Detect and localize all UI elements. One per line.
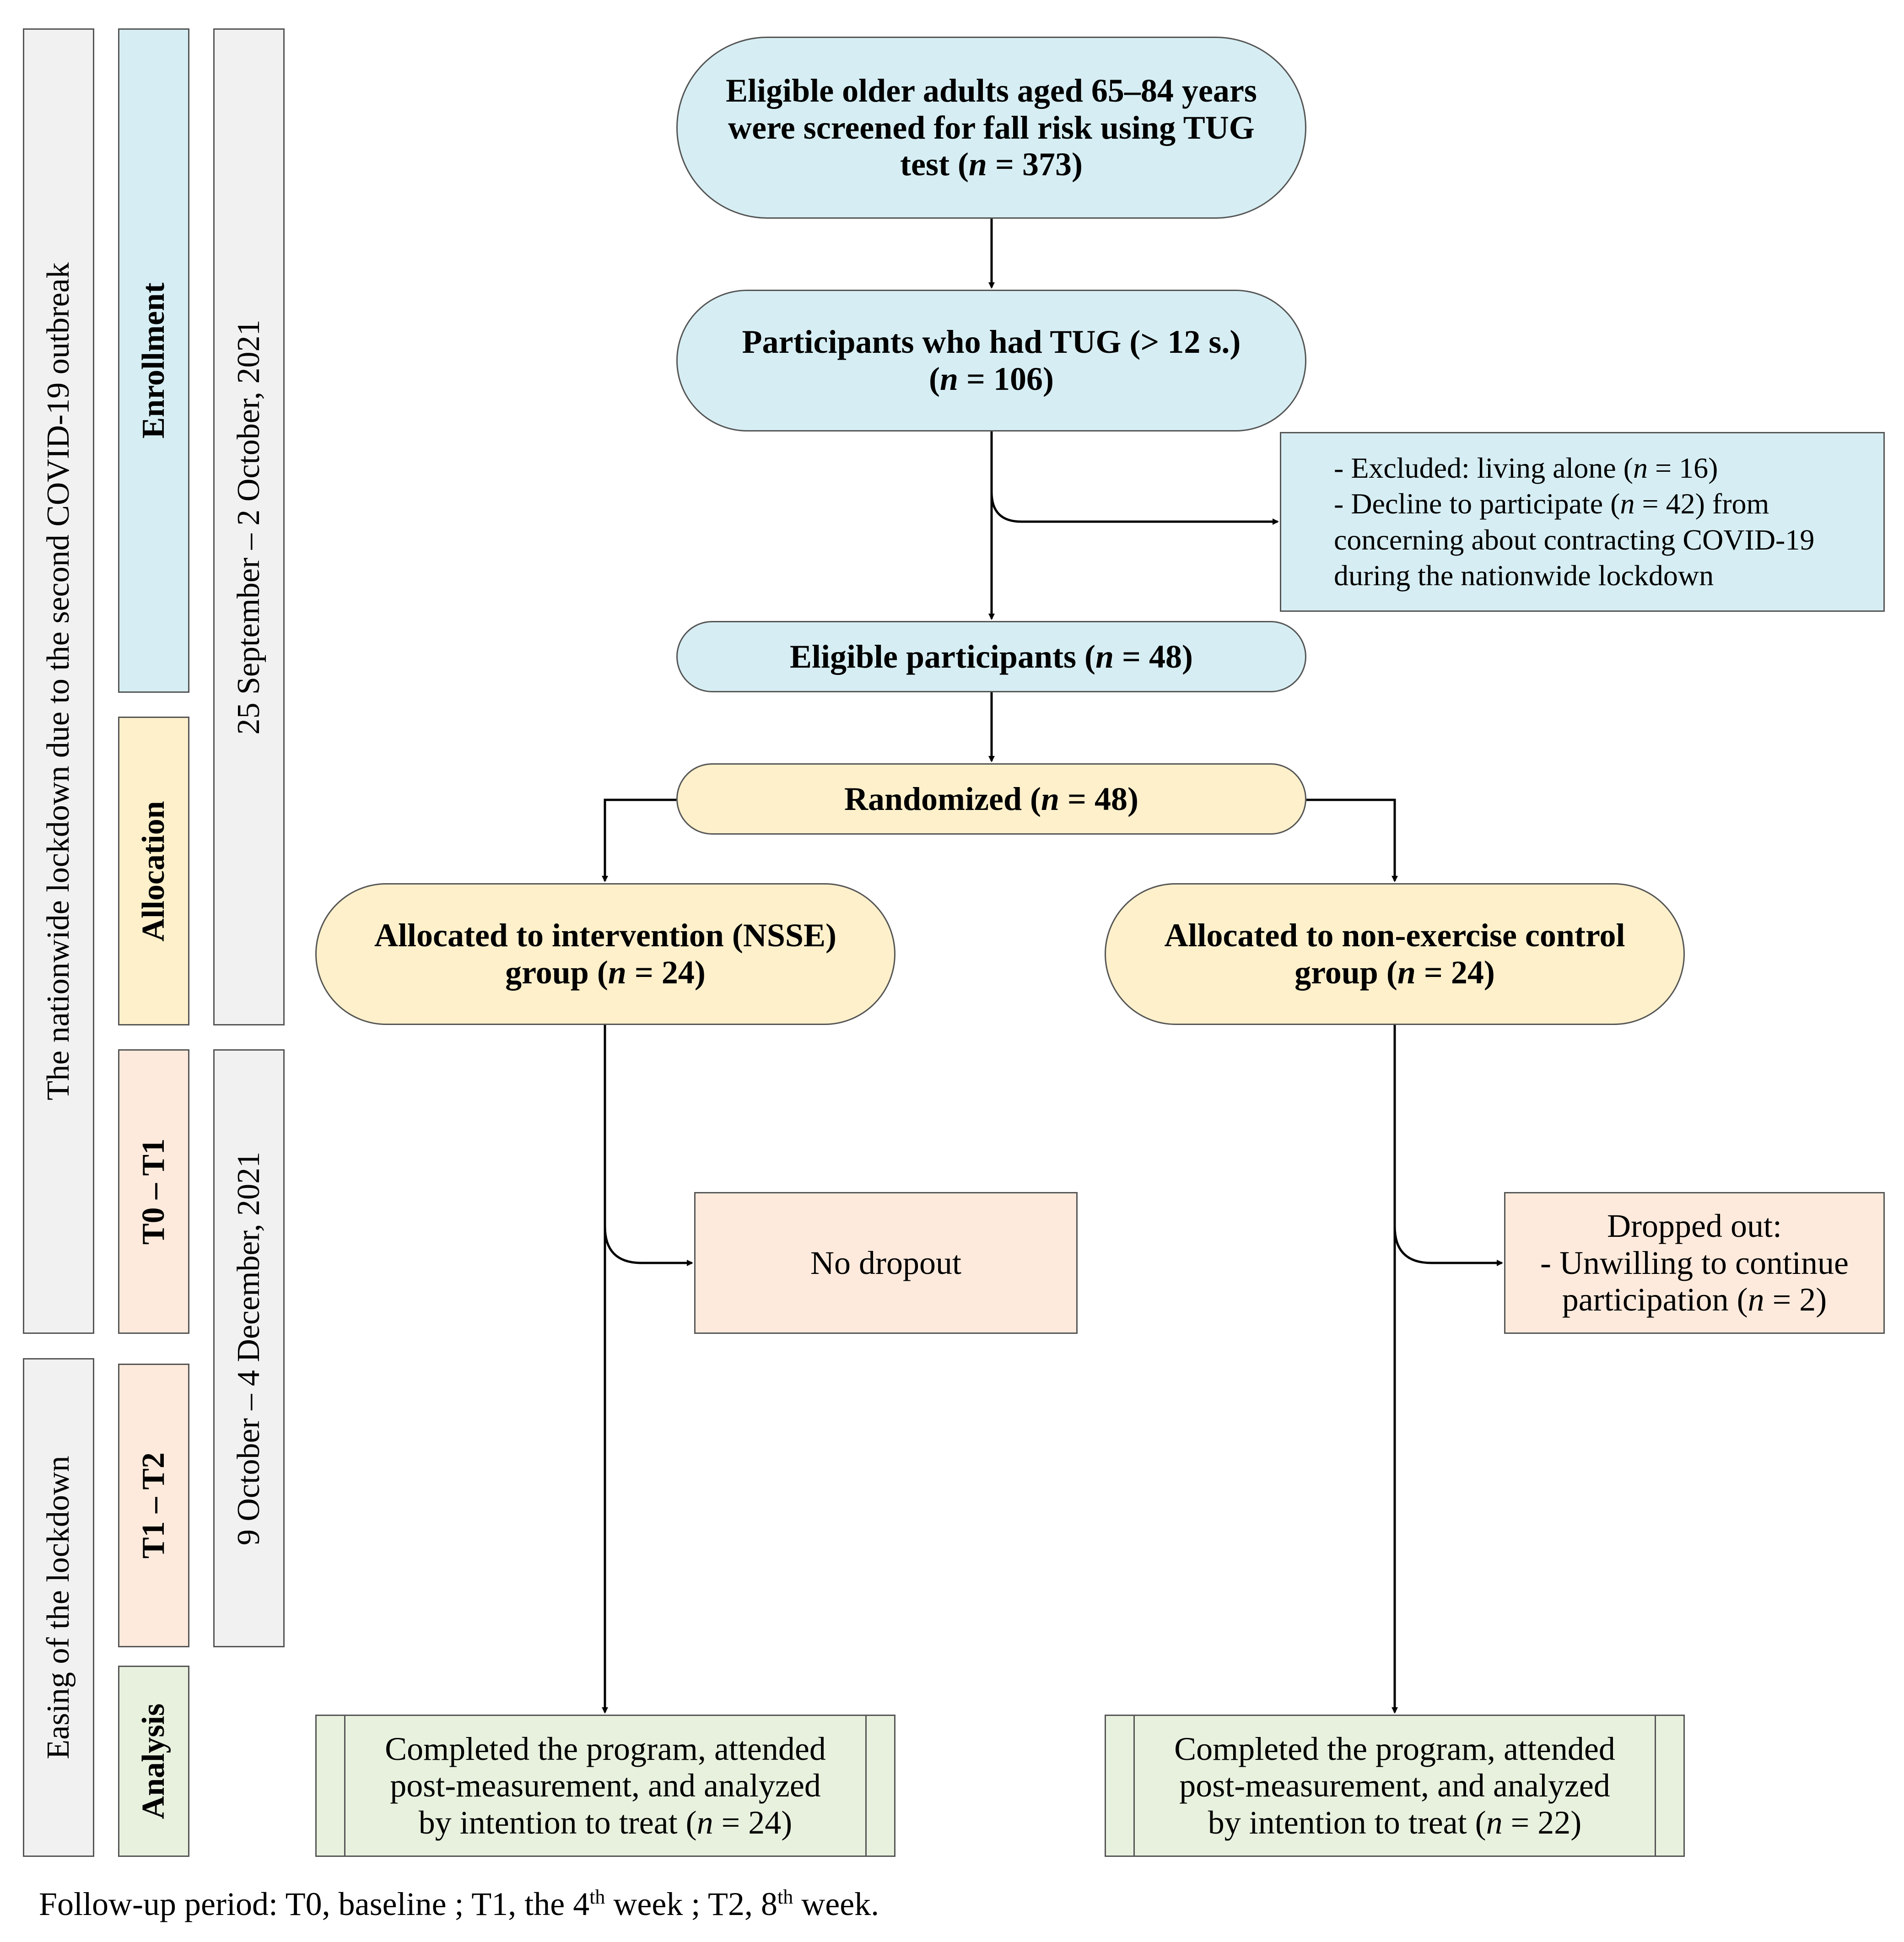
excluded-line1: - Excluded: living alone (n = 16) [1334, 452, 1718, 485]
arrow-to-excluded [990, 491, 1279, 525]
date-period1-label: 25 September – 2 October, 2021 [231, 319, 266, 734]
box-randomized: Randomized (n = 48) [676, 763, 1306, 835]
box-excluded: - Excluded: living alone (n = 16) - Decl… [1280, 432, 1885, 612]
analysis-right-side-bar-right [1655, 1716, 1656, 1856]
screened-line3: test (n = 373) [900, 146, 1083, 183]
footnote-follow-up-period: Follow-up period: T0, baseline ; T1, the… [39, 1886, 879, 1922]
phase-band-lockdown-label: The nationwide lockdown due to the secon… [41, 262, 76, 1100]
stage-allocation-label: Allocation [136, 800, 171, 942]
analysis-left-line1: Completed the program, attended [385, 1730, 826, 1767]
excluded-line2: - Decline to participate (n = 42) from [1334, 487, 1769, 520]
phase-band-easing-label: Easing of the lockdown [41, 1456, 76, 1759]
tug-line2: (n = 106) [928, 361, 1054, 397]
analysis-left-line3: by intention to treat (n = 24) [418, 1804, 793, 1841]
arrow-to-no-dropout [604, 1226, 693, 1266]
analysis-left-line2: post-measurement, and analyzed [390, 1767, 821, 1804]
no-dropout-label: No dropout [810, 1244, 961, 1281]
stage-allocation: Allocation [118, 717, 189, 1025]
box-no-dropout: No dropout [694, 1192, 1078, 1334]
stage-t0-t1-label: T0 – T1 [136, 1138, 171, 1245]
tug-line1: Participants who had TUG (> 12 s.) [742, 324, 1241, 361]
excluded-line4: during the nationwide lockdown [1334, 559, 1714, 592]
stage-t1-t2: T1 – T2 [118, 1364, 189, 1647]
dropped-line3: participation (n = 2) [1562, 1281, 1827, 1318]
box-analysis-control: Completed the program, attended post-mea… [1105, 1715, 1685, 1857]
stage-analysis-label: Analysis [136, 1703, 171, 1819]
intervention-line1: Allocated to intervention (NSSE) [374, 917, 836, 954]
box-dropped-out: Dropped out: - Unwilling to continue par… [1504, 1192, 1885, 1334]
box-eligible: Eligible participants (n = 48) [676, 621, 1306, 692]
stage-enrollment-label: Enrollment [136, 282, 171, 439]
randomized-line: Randomized (n = 48) [844, 780, 1139, 817]
analysis-left-side-bar-right [865, 1716, 867, 1856]
stage-enrollment: Enrollment [118, 28, 189, 693]
control-line2: group (n = 24) [1295, 954, 1495, 991]
intervention-line2: group (n = 24) [505, 954, 706, 991]
arrow-randomized-to-control [1306, 798, 1398, 882]
analysis-right-line3: by intention to treat (n = 22) [1208, 1804, 1582, 1841]
analysis-right-line1: Completed the program, attended [1174, 1730, 1615, 1767]
box-intervention-group: Allocated to intervention (NSSE) group (… [315, 883, 895, 1025]
box-tug: Participants who had TUG (> 12 s.) (n = … [676, 290, 1306, 432]
dropped-line2: - Unwilling to continue [1540, 1244, 1849, 1281]
date-band-period2: 9 October – 4 December, 2021 [213, 1049, 285, 1647]
stage-t1-t2-label: T1 – T2 [136, 1452, 171, 1559]
screened-line1: Eligible older adults aged 65–84 years [726, 72, 1257, 109]
arrow-randomized-to-intervention [602, 798, 676, 882]
date-period2-label: 9 October – 4 December, 2021 [231, 1151, 266, 1545]
box-analysis-intervention: Completed the program, attended post-mea… [315, 1715, 895, 1857]
analysis-right-line2: post-measurement, and analyzed [1179, 1767, 1610, 1804]
dropped-line1: Dropped out: [1607, 1208, 1782, 1245]
arrow-to-dropped-out [1393, 1226, 1503, 1266]
stage-t0-t1: T0 – T1 [118, 1049, 189, 1334]
screened-line2: were screened for fall risk using TUG [728, 109, 1255, 146]
phase-band-lockdown: The nationwide lockdown due to the secon… [23, 28, 94, 1334]
box-screened: Eligible older adults aged 65–84 years w… [676, 37, 1306, 219]
control-line1: Allocated to non-exercise control [1164, 917, 1625, 954]
date-band-period1: 25 September – 2 October, 2021 [213, 28, 285, 1025]
analysis-left-side-bar [344, 1716, 345, 1856]
eligible-line: Eligible participants (n = 48) [789, 638, 1193, 675]
analysis-right-side-bar [1133, 1716, 1135, 1856]
stage-analysis: Analysis [118, 1666, 189, 1857]
phase-band-easing: Easing of the lockdown [23, 1358, 94, 1857]
box-control-group: Allocated to non-exercise control group … [1105, 883, 1685, 1025]
excluded-line3: concerning about contracting COVID-19 [1334, 523, 1815, 556]
